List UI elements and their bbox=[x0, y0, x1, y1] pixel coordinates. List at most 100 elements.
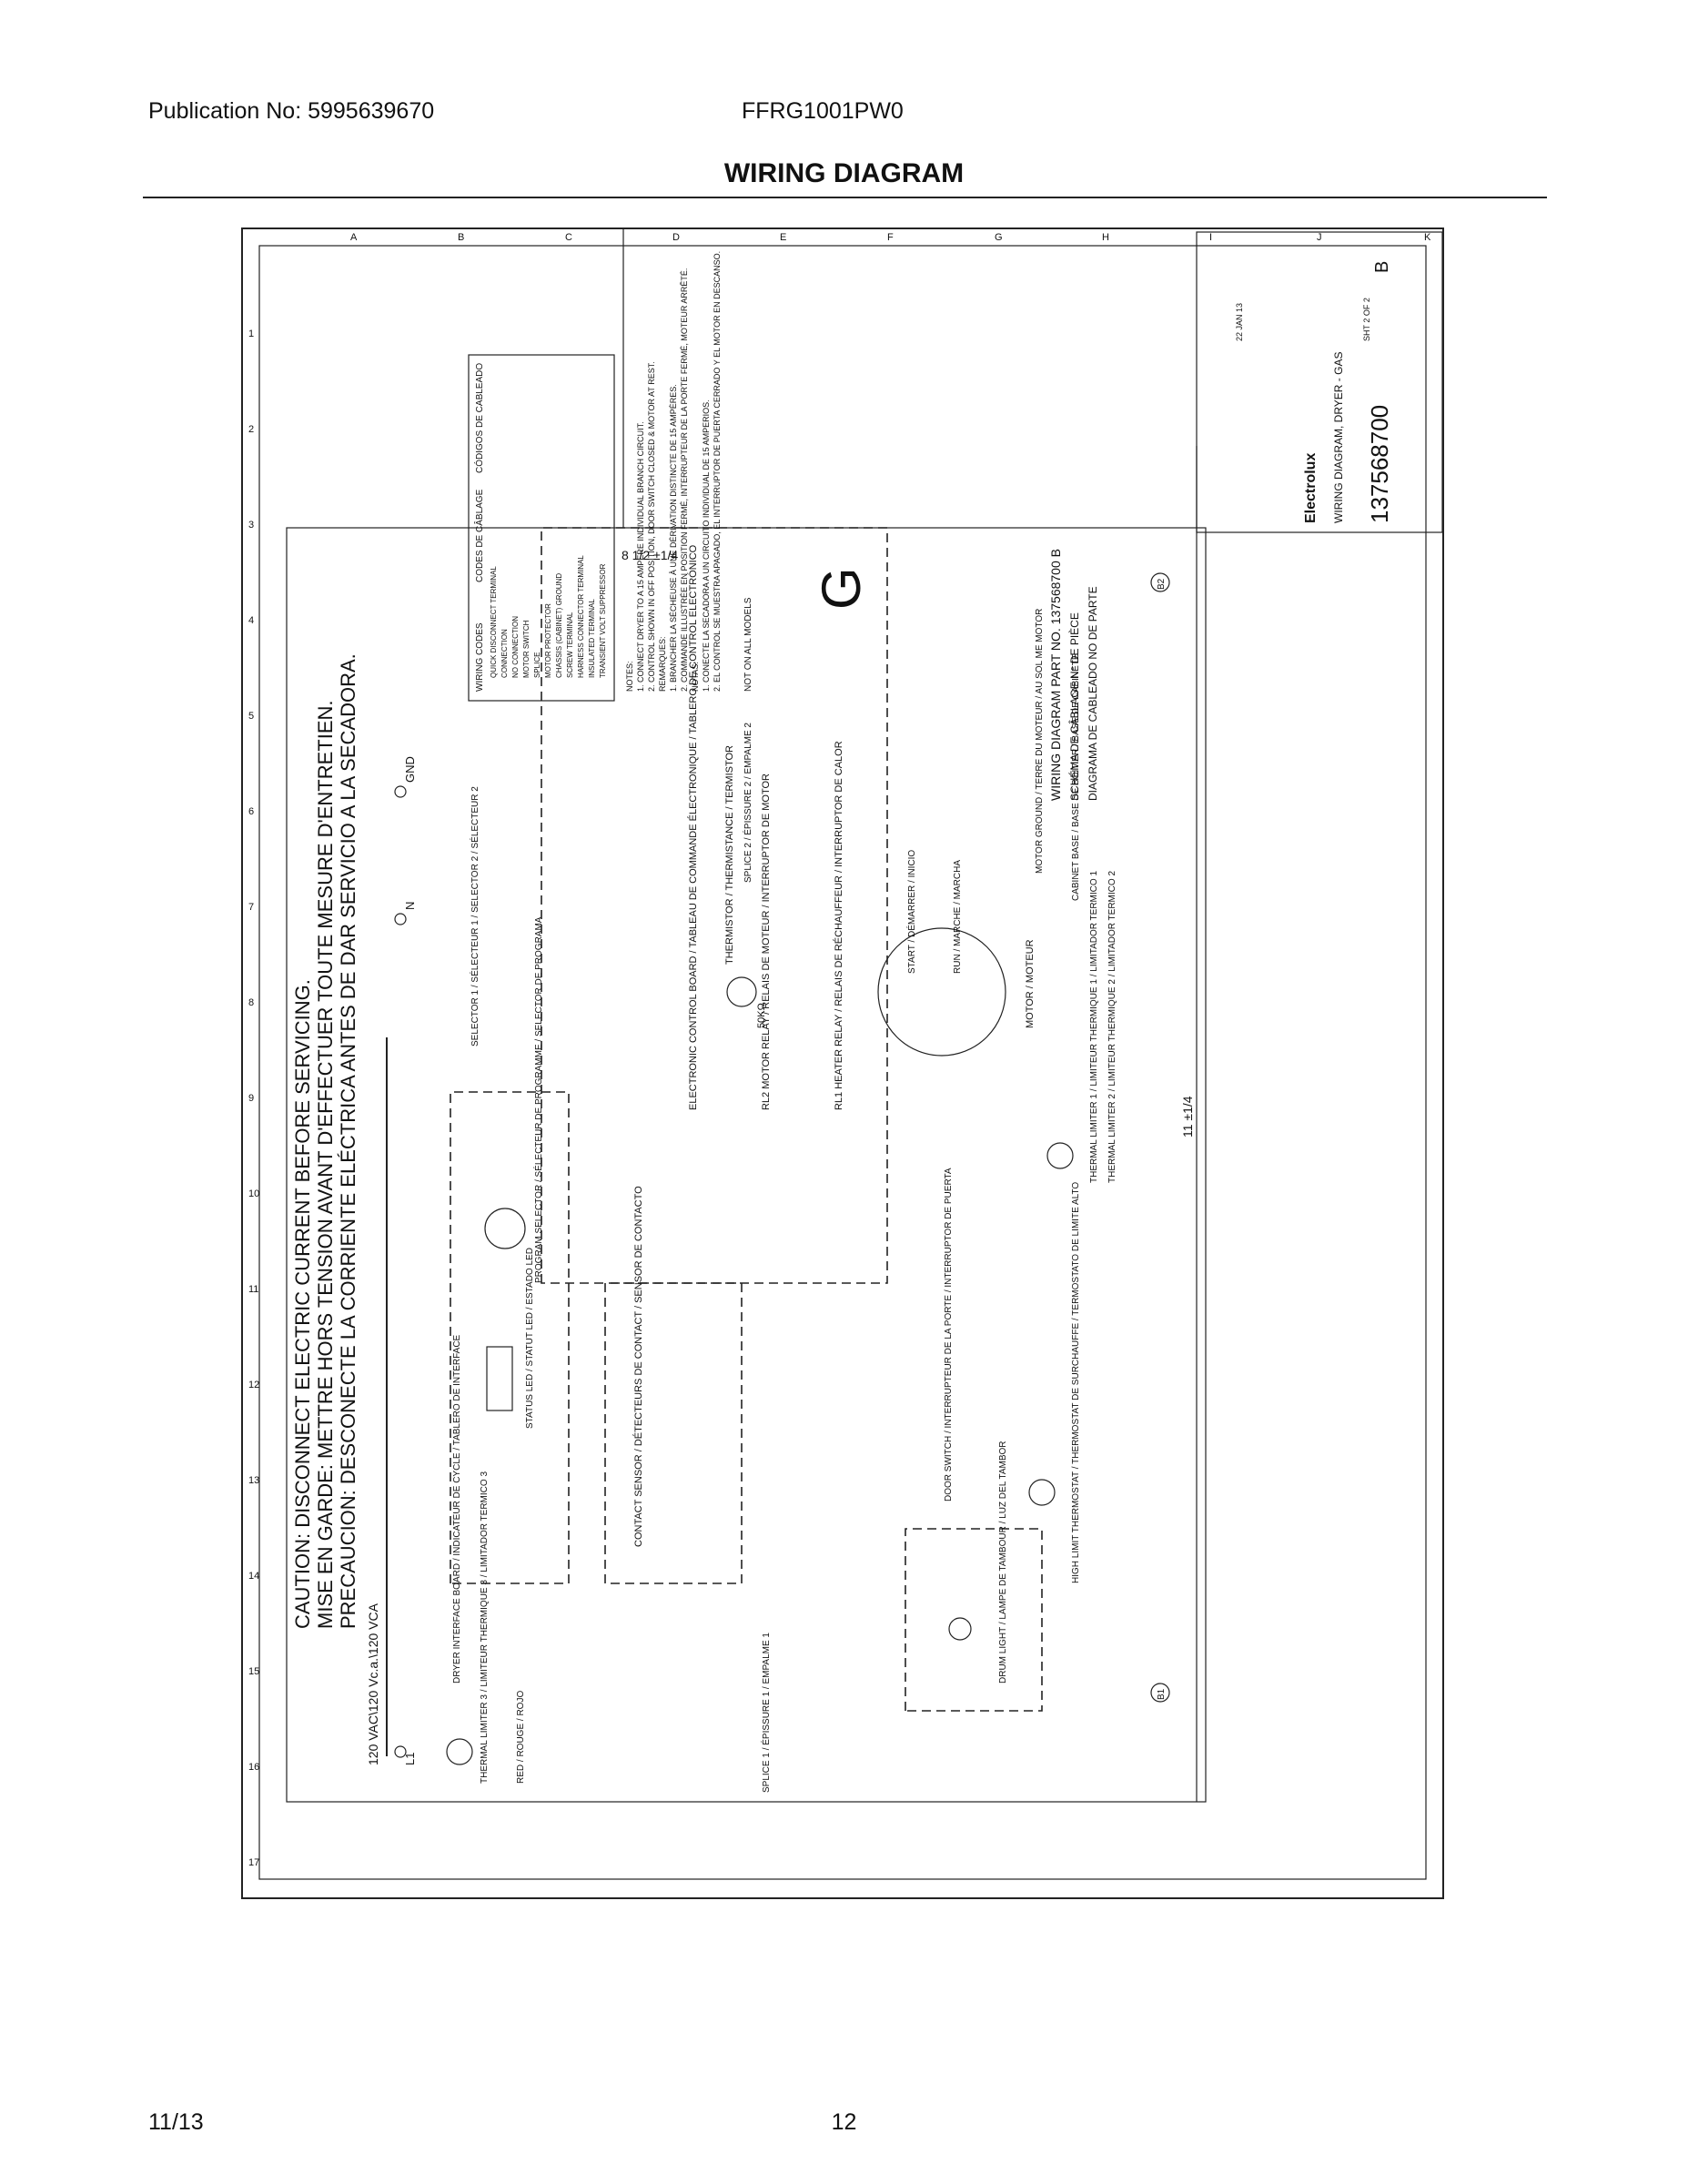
grid-column-7: 7 bbox=[248, 902, 254, 913]
splice-2-label: SPLICE 2 / ÉPISSURE 2 / EMPALME 2 bbox=[742, 723, 753, 883]
page-title: WIRING DIAGRAM bbox=[723, 158, 965, 188]
grid-column-2: 2 bbox=[248, 424, 254, 435]
thermistor-symbol bbox=[726, 976, 757, 1007]
legend-row: MOTOR SWITCH bbox=[522, 620, 531, 678]
dimension-height: 8 1/2 ±1/4 bbox=[622, 548, 678, 562]
thermal-limiter-1-label: THERMAL LIMITER 1 / LIMITEUR THERMIQUE 1… bbox=[1089, 871, 1099, 1183]
grid-row-D: D bbox=[672, 232, 680, 243]
grid-column-10: 10 bbox=[248, 1188, 259, 1199]
title-block-drawing-no: 137568700 bbox=[1366, 405, 1393, 523]
grid-column-17: 17 bbox=[248, 1857, 259, 1868]
high-limit-symbol bbox=[1028, 1479, 1056, 1506]
grid-column-3: 3 bbox=[248, 520, 254, 531]
part-number-es: DIAGRAMA DE CABLEADO NO DE PARTE bbox=[1087, 586, 1099, 801]
heater-relay-label: RL1 HEATER RELAY / RELAIS DE RÉCHAUFFEUR… bbox=[833, 741, 844, 1110]
door-switch-label: DOOR SWITCH / INTERRUPTEUR DE LA PORTE /… bbox=[944, 1168, 954, 1502]
legend-row: INSULATED TERMINAL bbox=[588, 599, 596, 678]
grid-column-14: 14 bbox=[248, 1571, 259, 1582]
run-label: RUN / MARCHE / MARCHA bbox=[953, 860, 963, 974]
status-led-label: STATUS LED / STATUT LED / ESTADO LED bbox=[525, 1248, 535, 1429]
title-block-company: Electrolux bbox=[1303, 453, 1319, 523]
diagram-border bbox=[241, 228, 1444, 1899]
grid-row-H: H bbox=[1102, 232, 1109, 243]
legend-row: MOTOR PROTECTOR bbox=[544, 603, 552, 678]
drum-light-symbol bbox=[948, 1617, 972, 1641]
grid-column-12: 12 bbox=[248, 1380, 259, 1390]
note-line: 1. CONECTE LA SECADORA A UN CIRCUITO IND… bbox=[702, 399, 711, 692]
grid-row-E: E bbox=[780, 232, 786, 243]
grid-column-9: 9 bbox=[248, 1093, 254, 1104]
grid-column-16: 16 bbox=[248, 1762, 259, 1773]
motor-symbol bbox=[877, 927, 1006, 1057]
thermistor-value: 50KΩ bbox=[756, 1003, 767, 1028]
note-line: REMARQUES: bbox=[658, 636, 667, 692]
title-block bbox=[1196, 231, 1443, 533]
legend-header-fr: CODES DE CÂBLAGE bbox=[473, 489, 485, 582]
grid-row-C: C bbox=[565, 232, 572, 243]
motor-relay-label: RL2 MOTOR RELAY / RELAIS DE MOTEUR / INT… bbox=[761, 774, 772, 1110]
title-block-rev: B bbox=[1372, 261, 1392, 273]
supply-voltage: 120 VAC\120 Vc.a.\120 VCA bbox=[366, 1603, 380, 1765]
grid-column-6: 6 bbox=[248, 806, 254, 817]
drum-light-label: DRUM LIGHT / LAMPE DE TAMBOUR / LUZ DEL … bbox=[998, 1441, 1008, 1684]
drum-light-box bbox=[905, 1528, 1043, 1712]
legend-row: SPLICE bbox=[533, 652, 541, 678]
marker-b2 bbox=[1150, 572, 1170, 592]
wire-red-label: RED / ROUGE / ROJO bbox=[516, 1691, 526, 1784]
selectors-label: SELECTOR 1 / SÉLECTEUR 1 / SELECTOR 2 / … bbox=[469, 786, 480, 1046]
motor-label: MOTOR / MOTEUR bbox=[1025, 939, 1036, 1028]
marker-b1-label: B1 bbox=[1157, 1688, 1167, 1700]
title-block-sheet: SHT 2 OF 2 bbox=[1362, 298, 1371, 341]
footer-date: 11/13 bbox=[148, 2109, 204, 2135]
dryer-interface-label: DRYER INTERFACE BOARD / INDICATEUR DE CY… bbox=[452, 1334, 462, 1684]
contact-sensor-box bbox=[604, 1282, 743, 1584]
program-selector-knob bbox=[484, 1208, 526, 1249]
title-block-date: 22 JAN 13 bbox=[1235, 303, 1244, 341]
legend-row: QUICK DISCONNECT TERMINAL bbox=[490, 566, 498, 678]
terminal-n: N bbox=[403, 902, 417, 910]
note-line: 2. COMMANDE ILLUSTRÉE EN POSITION FERMÉ,… bbox=[680, 268, 689, 692]
grid-row-B: B bbox=[458, 232, 464, 243]
wiring-codes-legend bbox=[468, 354, 615, 702]
marker-b1 bbox=[1150, 1683, 1170, 1703]
not-on-all-models: NOT ON ALL MODELS bbox=[743, 597, 753, 692]
model-number: FFRG1001PW0 bbox=[742, 98, 904, 124]
note-line: 1. CONNECT DRYER TO A 15 AMPERE INDIVIDU… bbox=[636, 421, 645, 692]
thermal-limiter-1-symbol bbox=[1046, 1142, 1074, 1169]
control-board-label: ELECTRONIC CONTROL BOARD / TABLEAU DE CO… bbox=[687, 544, 699, 1110]
grid-row-G: G bbox=[995, 232, 1003, 243]
notes-block: NOTES:1. CONNECT DRYER TO A 15 AMPERE IN… bbox=[625, 251, 722, 692]
legend-header-es: CÓDIGOS DE CABLEADO bbox=[473, 363, 485, 473]
terminal-gnd: GND bbox=[403, 756, 417, 783]
drawing-frame bbox=[286, 527, 1207, 1803]
diagram-inner-border bbox=[258, 245, 1427, 1880]
program-selector-label: PROGRAM SELECTOR / SÉLECTEUR DE PROGRAMM… bbox=[532, 916, 544, 1283]
part-number-en: WIRING DIAGRAM PART NO. 137568700 B bbox=[1048, 549, 1063, 801]
dryer-interface-board bbox=[450, 1091, 570, 1584]
grid-row-F: F bbox=[887, 232, 894, 243]
thermal-limiter-2-label: THERMAL LIMITER 2 / LIMITEUR THERMIQUE 2… bbox=[1107, 871, 1117, 1183]
electronic-control-board bbox=[541, 527, 888, 1284]
legend-row: SCREW TERMINAL bbox=[566, 612, 574, 678]
thermal-limiter-3-label: THERMAL LIMITER 3 / LIMITEUR THERMIQUE 3… bbox=[480, 1471, 490, 1784]
publication-number: Publication No: 5995639670 bbox=[148, 98, 435, 124]
caution-french: MISE EN GARDE: METTRE HORS TENSION AVANT… bbox=[314, 700, 337, 1629]
part-number-fr: SCHÉMA DE CÂBLAGE N° DE PIÈCE bbox=[1067, 612, 1081, 801]
high-limit-label: HIGH LIMIT THERMOSTAT / THERMOSTAT DE SU… bbox=[1071, 1182, 1081, 1583]
grid-column-11: 11 bbox=[248, 1284, 258, 1295]
title-block-title: WIRING DIAGRAM, DRYER - GAS bbox=[1332, 352, 1345, 523]
grid-column-15: 15 bbox=[248, 1666, 259, 1677]
dimension-width: 11 ±1/4 bbox=[1180, 1096, 1195, 1138]
title-rule bbox=[143, 197, 1547, 198]
marker-b2-label: B2 bbox=[1157, 578, 1167, 590]
legend-row: CONNECTION bbox=[500, 629, 509, 678]
note-line: NOTES: bbox=[625, 661, 634, 692]
note-line: 2. CONTROL SHOWN IN OFF POSITION, DOOR S… bbox=[647, 361, 656, 692]
grid-row-I: I bbox=[1209, 232, 1212, 243]
caution-spanish: PRECAUCION: DESCONECTE LA CORRIENTE ELÉC… bbox=[337, 653, 359, 1629]
contact-sensor-label: CONTACT SENSOR / DÉTECTEURS DE CONTACT /… bbox=[632, 1186, 644, 1547]
